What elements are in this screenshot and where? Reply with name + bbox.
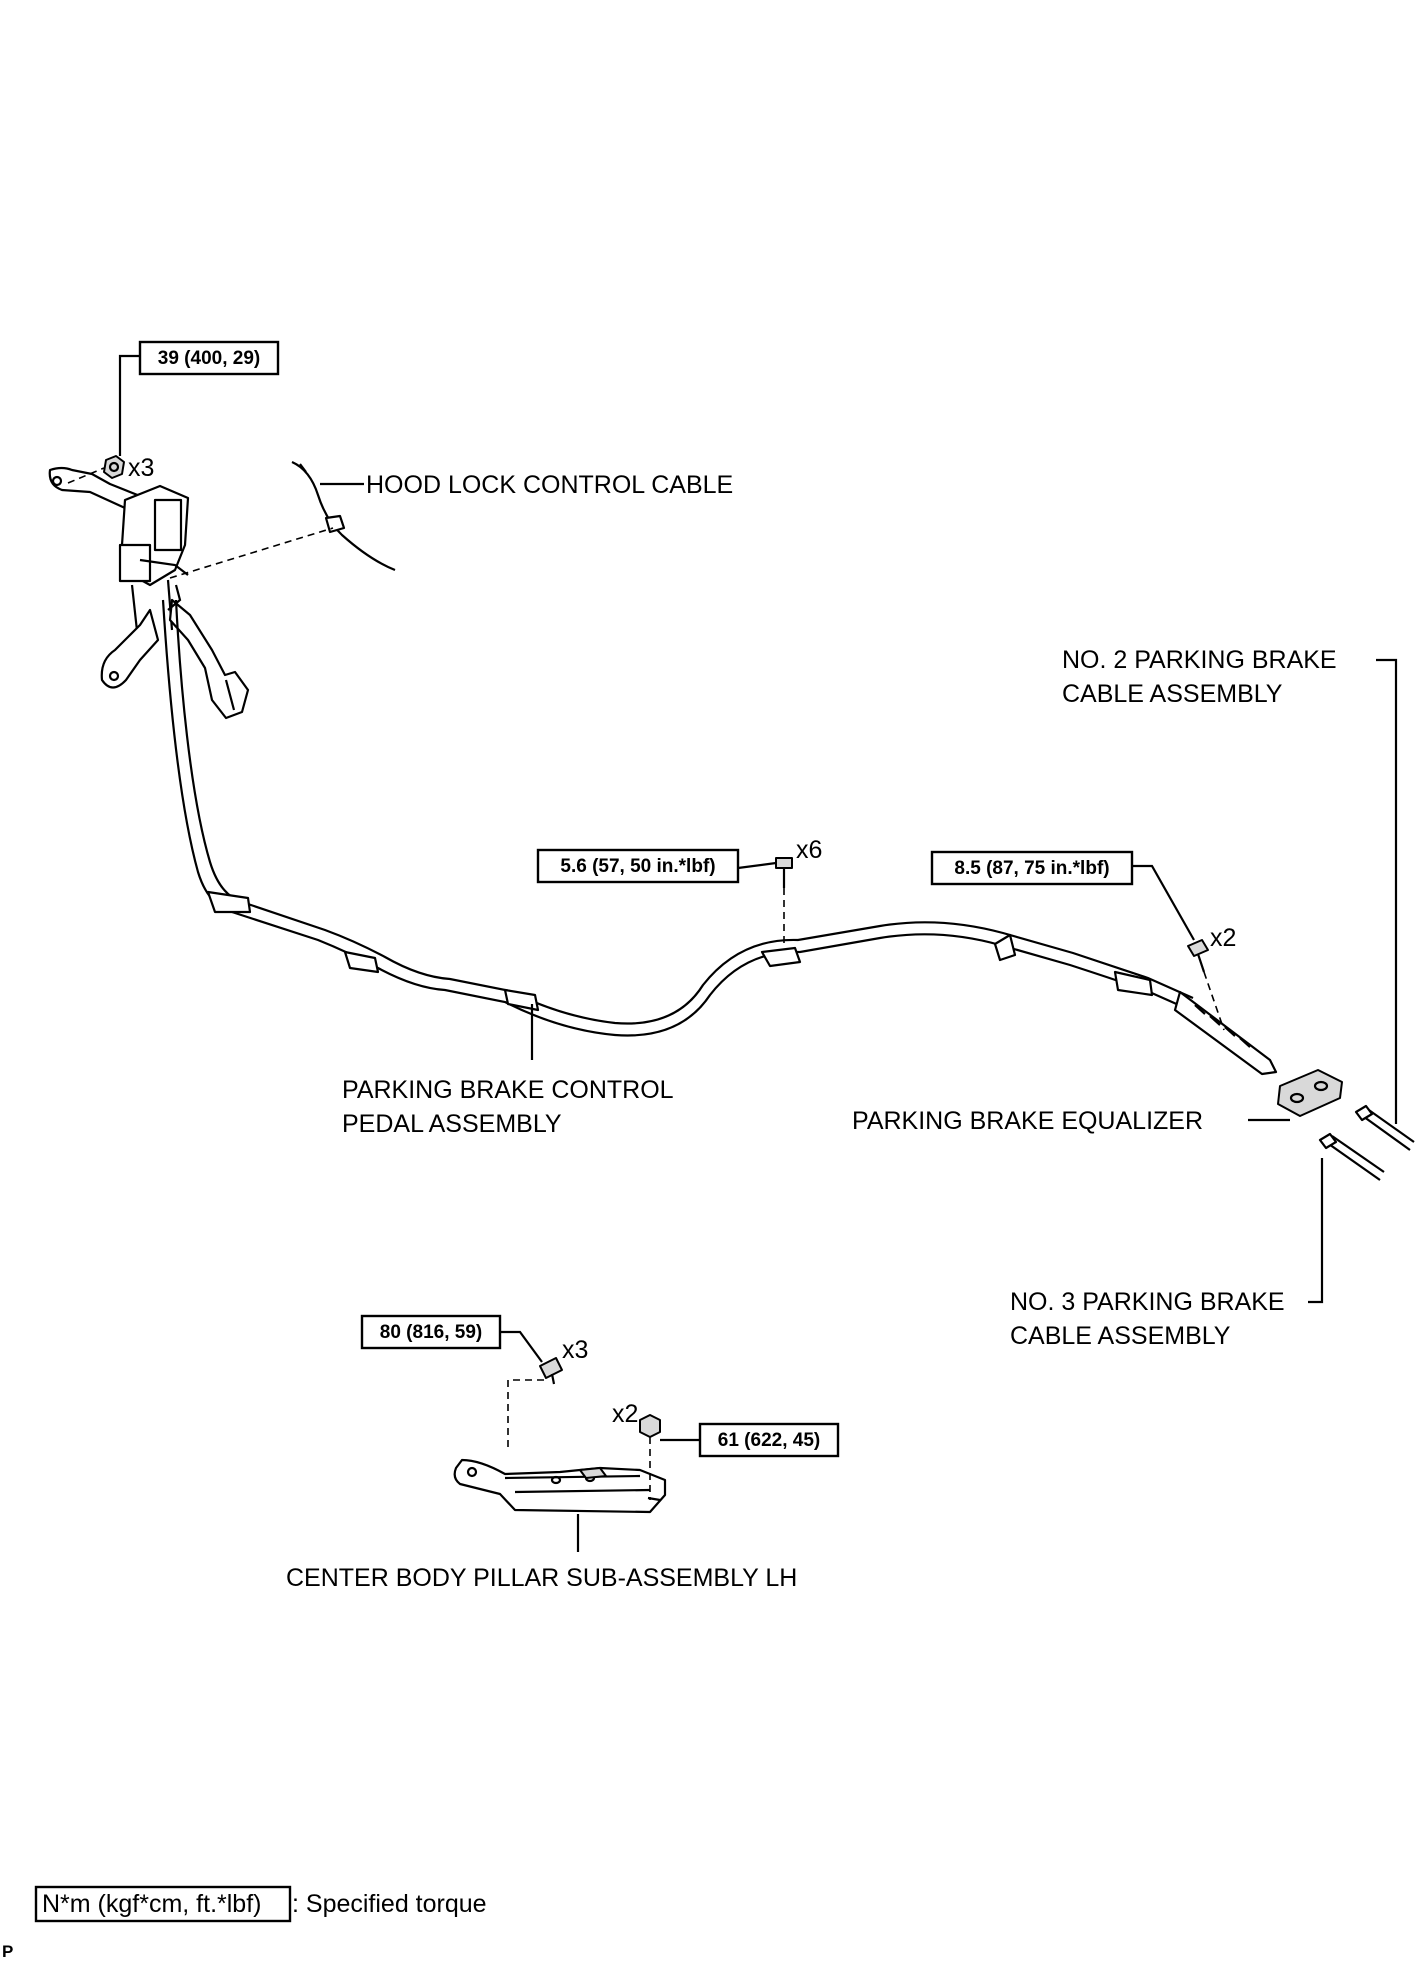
torque-callouts: 39 (400, 29) 5.6 (57, 50 in.*lbf) 8.5 (8…: [138, 340, 1134, 1458]
center-pillar-drawing: [453, 1458, 667, 1514]
torque-pillar-bolt: 80 (816, 59): [380, 1322, 482, 1343]
qty-cable-bolt: x6: [796, 836, 822, 864]
label-equalizer: PARKING BRAKE EQUALIZER: [852, 1107, 1203, 1135]
pillar-bolt-icon: [539, 1357, 563, 1379]
torque-pedal-nut: 39 (400, 29): [158, 348, 260, 369]
cable-bolt-icon: [775, 857, 793, 869]
qty-pillar-nut: x2: [612, 1400, 638, 1428]
parking-brake-pedal-drawing: [48, 466, 250, 720]
label-pedal-line1: PARKING BRAKE CONTROL: [342, 1076, 674, 1104]
qty-pillar-bolt: x3: [562, 1336, 588, 1364]
equalizer-bolt-icon: [1187, 939, 1209, 957]
label-no3-cable-line1: NO. 3 PARKING BRAKE: [1010, 1288, 1285, 1316]
label-center-pillar: CENTER BODY PILLAR SUB-ASSEMBLY LH: [286, 1564, 797, 1592]
quantity-labels: x3 x6 x2 x3 x2: [128, 454, 1236, 1428]
qty-equalizer-bolt: x2: [1210, 924, 1236, 952]
fastener-drawings: [103, 455, 1209, 1438]
qty-pedal-nut: x3: [128, 454, 154, 482]
pillar-nut-icon: [639, 1414, 661, 1438]
label-no2-cable-line1: NO. 2 PARKING BRAKE: [1062, 646, 1337, 674]
torque-equalizer-bolt: 8.5 (87, 75 in.*lbf): [954, 858, 1109, 879]
parking-brake-cable-drawing: [161, 460, 1415, 1181]
assembly-dash-lines: [67, 467, 1225, 1500]
part-labels: HOOD LOCK CONTROL CABLE NO. 2 PARKING BR…: [286, 471, 1337, 1592]
corner-code: P: [2, 1942, 13, 1961]
pedal-nut-icon: [103, 455, 125, 479]
torque-pillar-nut: 61 (622, 45): [718, 1430, 820, 1451]
label-hood-lock-control-cable: HOOD LOCK CONTROL CABLE: [366, 471, 733, 499]
legend-unit-box: N*m (kgf*cm, ft.*lbf): [42, 1890, 261, 1918]
legend-description: : Specified torque: [292, 1890, 487, 1918]
label-no2-cable-line2: CABLE ASSEMBLY: [1062, 680, 1283, 708]
torque-legend: N*m (kgf*cm, ft.*lbf) : Specified torque: [34, 1885, 487, 1923]
torque-cable-bolt: 5.6 (57, 50 in.*lbf): [560, 856, 715, 877]
label-pedal-line2: PEDAL ASSEMBLY: [342, 1110, 562, 1138]
label-no3-cable-line2: CABLE ASSEMBLY: [1010, 1322, 1231, 1350]
leader-lines: [118, 354, 1398, 1552]
